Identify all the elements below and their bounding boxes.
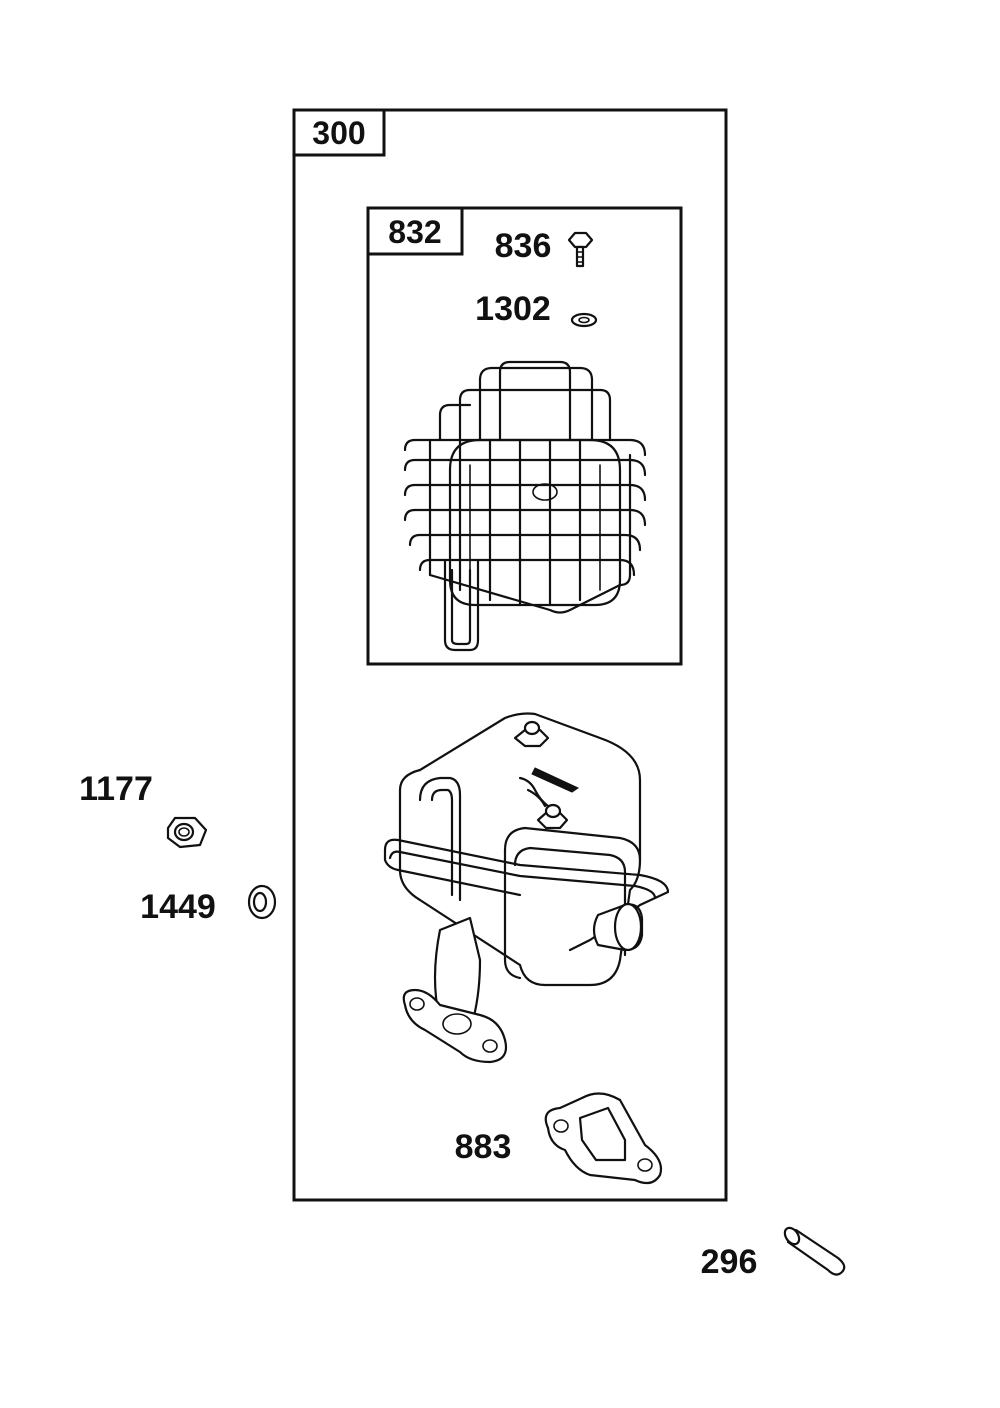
callout-883: 883	[455, 1128, 512, 1166]
bolt-icon	[567, 231, 594, 268]
gasket-icon	[544, 1092, 663, 1185]
assembly-300-frame: 300	[292, 108, 728, 1202]
subassembly-832-frame: 832	[366, 206, 683, 666]
lock-washer-icon	[247, 884, 277, 920]
pin-icon	[783, 1226, 846, 1276]
callout-836: 836	[495, 227, 552, 265]
muffler-icon	[383, 712, 670, 1064]
callout-1302: 1302	[475, 290, 551, 328]
washer-icon	[570, 312, 598, 328]
callout-1449: 1449	[140, 888, 216, 926]
callout-296: 296	[701, 1243, 758, 1281]
assembly-label: 300	[312, 115, 365, 151]
nut-icon	[166, 816, 208, 849]
callout-1177: 1177	[79, 770, 153, 808]
subassembly-label: 832	[388, 214, 441, 250]
muffler-guard-icon	[403, 360, 647, 652]
